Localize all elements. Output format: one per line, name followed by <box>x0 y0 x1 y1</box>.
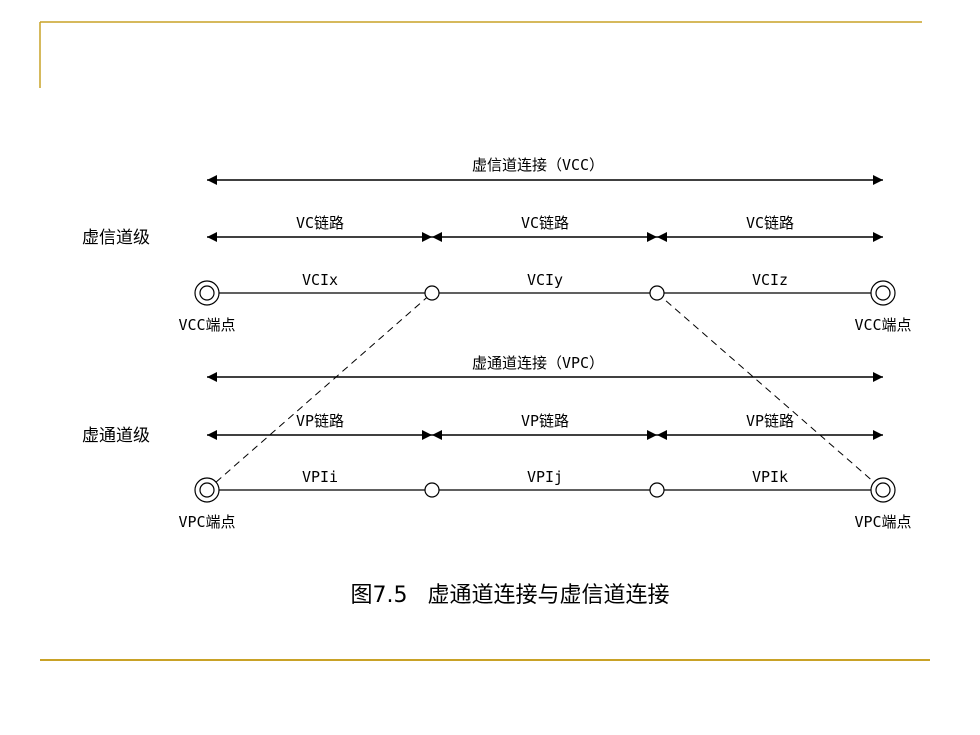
vcc-endpoint-right-inner <box>875 285 891 301</box>
vp-link-label-3: VP链路 <box>746 412 794 430</box>
vc-switch-node-1 <box>424 285 440 301</box>
vp-switch-node-2 <box>649 482 665 498</box>
vp-link-label-1: VP链路 <box>296 412 344 430</box>
figure-title: 虚通道连接与虚信道连接 <box>427 583 669 608</box>
vci-label-y: VCIy <box>527 271 563 289</box>
vc-link-label-1: VC链路 <box>296 214 344 232</box>
figure-number: 图7.5 <box>350 583 407 608</box>
vpc-endpoint-left-inner <box>199 482 215 498</box>
vcc-connection-label: 虚信道连接（VCC） <box>472 156 604 174</box>
vp-level-label: 虚通道级 <box>82 426 150 446</box>
vci-label-x: VCIx <box>302 271 338 289</box>
vc-link-label-2: VC链路 <box>521 214 569 232</box>
vcc-endpoint-left-inner <box>199 285 215 301</box>
vpi-label-k: VPIk <box>752 468 788 486</box>
figure-caption: 图7.5 虚通道连接与虚信道连接 <box>350 583 669 608</box>
vpi-label-j: VPIj <box>527 468 563 486</box>
vpc-endpoint-left-label: VPC端点 <box>178 513 235 531</box>
vc-level-label: 虚信道级 <box>82 228 150 248</box>
vpc-connection-label: 虚通道连接（VPC） <box>472 354 604 372</box>
vpc-endpoint-right-label: VPC端点 <box>854 513 911 531</box>
vcc-endpoint-right-label: VCC端点 <box>854 316 911 334</box>
mapping-dashed-left <box>206 292 433 491</box>
vpc-endpoint-right-inner <box>875 482 891 498</box>
vpi-label-i: VPIi <box>302 468 338 486</box>
vc-switch-node-2 <box>649 285 665 301</box>
vcc-endpoint-left-label: VCC端点 <box>178 316 235 334</box>
vp-link-label-2: VP链路 <box>521 412 569 430</box>
vc-link-label-3: VC链路 <box>746 214 794 232</box>
vci-label-z: VCIz <box>752 271 788 289</box>
mapping-dashed-right <box>656 292 884 491</box>
vp-switch-node-1 <box>424 482 440 498</box>
